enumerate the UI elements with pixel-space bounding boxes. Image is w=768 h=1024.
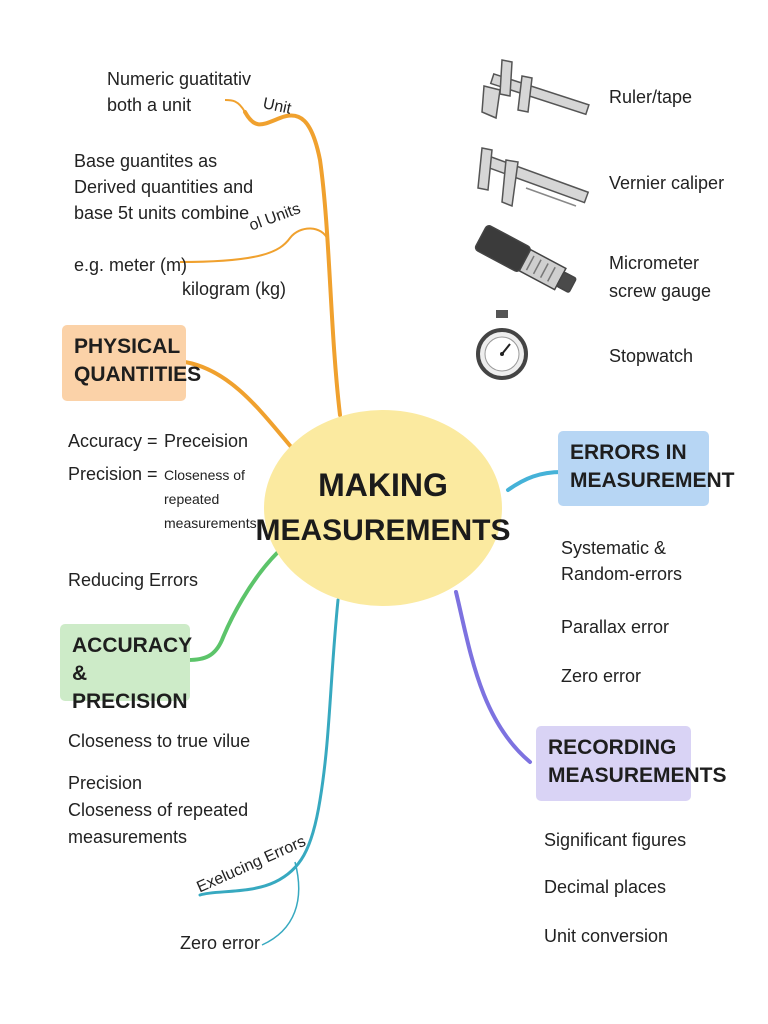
precision-val1: Closeness of bbox=[164, 467, 245, 483]
errors-measurement-box: ERRORS IN MEASUREMENT bbox=[558, 431, 735, 506]
example-kilogram: kilogram (kg) bbox=[182, 279, 287, 299]
accuracy-def: Accuracy = bbox=[68, 431, 158, 451]
recording-title-line1: RECORDING bbox=[548, 736, 677, 759]
precision-line1: Closeness of repeated bbox=[68, 800, 249, 820]
closeness-true-value: Closeness to true vilue bbox=[68, 731, 251, 751]
instrument-label-2: Vernier caliper bbox=[609, 173, 725, 193]
branch-accuracy bbox=[186, 550, 280, 662]
errors-item3: Zero error bbox=[561, 666, 642, 686]
precision-line2: measurements bbox=[68, 827, 188, 847]
branch-errors bbox=[506, 470, 564, 492]
instrument-label-3b: screw gauge bbox=[609, 281, 712, 301]
micrometer-icon bbox=[474, 225, 577, 293]
recording-item-2: Decimal places bbox=[544, 877, 667, 897]
precision-def: Precision = bbox=[68, 464, 158, 484]
accuracy-title-line1: ACCURACY bbox=[72, 634, 193, 657]
instrument-label-1: Ruler/tape bbox=[609, 87, 693, 107]
accuracy-precision-box: ACCURACY & PRECISION bbox=[60, 624, 193, 713]
recording-measurements-box: RECORDING MEASUREMENTS bbox=[536, 726, 727, 801]
errors-item1-line2: Random-errors bbox=[561, 564, 683, 584]
branch-physical-box bbox=[183, 360, 294, 450]
instrument-label-4: Stopwatch bbox=[609, 346, 694, 366]
errors-title-line1: ERRORS IN bbox=[570, 441, 687, 464]
physical-title-line1: PHYSICAL bbox=[74, 335, 181, 358]
branch-physical-trunk bbox=[243, 110, 342, 417]
physical-quantities-box: PHYSICAL QUANTITIES bbox=[62, 325, 202, 401]
numeric-line2: both a unit bbox=[107, 95, 192, 115]
branch-units-connector bbox=[179, 227, 329, 263]
stopwatch-icon bbox=[476, 310, 528, 380]
recording-item-3: Unit conversion bbox=[544, 926, 669, 946]
errors-title-line2: MEASUREMENT bbox=[570, 469, 735, 492]
caliper-icon bbox=[481, 59, 590, 120]
errors-item2: Parallax error bbox=[561, 617, 670, 637]
vernier-caliper-icon bbox=[477, 147, 590, 208]
branch-recording bbox=[454, 590, 532, 764]
instrument-label-3a: Micrometer bbox=[609, 253, 700, 273]
recording-item-1: Significant figures bbox=[544, 830, 687, 850]
branch-zero-leaf bbox=[261, 861, 300, 946]
central-topic: MAKING MEASUREMENTS bbox=[256, 410, 511, 606]
reducing-errors: Reducing Errors bbox=[68, 570, 199, 590]
base-line3: base 5t units combine bbox=[74, 203, 250, 223]
precision-title: Precision bbox=[68, 773, 143, 793]
accuracy-val: Preceision bbox=[164, 431, 249, 451]
numeric-line1: Numeric guatitativ bbox=[107, 69, 252, 89]
base-line2: Derived quantities and bbox=[74, 177, 254, 197]
branch-unit-leaf bbox=[224, 99, 246, 113]
recording-title-line2: MEASUREMENTS bbox=[548, 764, 727, 787]
errors-item1-line1: Systematic & bbox=[561, 538, 667, 558]
zero-error-bottom: Zero error bbox=[180, 933, 261, 953]
accuracy-title-line2: & PRECISION bbox=[72, 662, 188, 713]
base-line1: Base guantites as bbox=[74, 151, 218, 171]
example-meter: e.g. meter (m) bbox=[74, 255, 188, 275]
center-title-line2: MEASUREMENTS bbox=[255, 514, 511, 547]
physical-title-line2: QUANTITIES bbox=[74, 363, 202, 386]
precision-val2: repeated bbox=[164, 491, 220, 507]
branch-reducing bbox=[198, 598, 340, 897]
center-title-line1: MAKING bbox=[318, 467, 448, 503]
precision-val3: measurements bbox=[164, 515, 257, 531]
